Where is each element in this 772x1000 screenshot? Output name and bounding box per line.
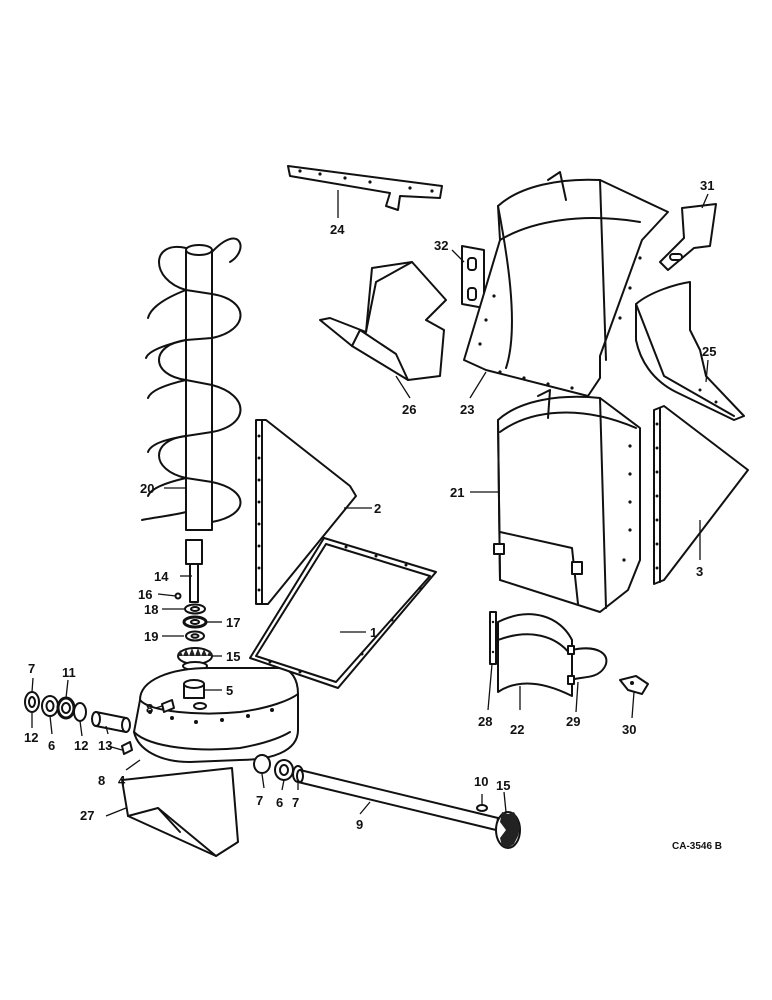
callout-19: 19 (144, 629, 158, 644)
callout-15-shaft: 15 (496, 778, 510, 793)
callout-6-right: 6 (276, 795, 283, 810)
part-1-flat-panel (249, 537, 437, 689)
callout-7-left: 7 (28, 661, 35, 676)
part-15-bevel-gear-top (177, 647, 213, 671)
part-28-rod (489, 611, 497, 665)
callout-14: 14 (154, 569, 169, 584)
callout-11: 11 (62, 665, 76, 680)
callout-31: 31 (700, 178, 714, 193)
part-6-bearing-left (41, 695, 59, 717)
part-20-auger (141, 237, 242, 531)
part-11-bushing-left (56, 696, 76, 720)
callout-13: 13 (98, 738, 112, 753)
callout-7-right-b: 7 (292, 795, 299, 810)
callout-17: 17 (226, 615, 240, 630)
part-9-cross-shaft (296, 769, 499, 831)
callout-2: 2 (374, 501, 381, 516)
callout-25: 25 (702, 344, 716, 359)
callout-26: 26 (402, 402, 416, 417)
callout-4: 4 (118, 773, 126, 788)
part-18-washer (184, 603, 206, 615)
callout-6-left: 6 (48, 738, 55, 753)
callout-27: 27 (80, 808, 94, 823)
callout-24: 24 (330, 222, 345, 237)
callout-8-bottom: 8 (98, 773, 105, 788)
callout-16: 16 (138, 587, 152, 602)
part-15-bevel-gear-shaft (495, 811, 521, 849)
part-8-fitting-bottom (121, 741, 133, 755)
callout-9: 9 (356, 817, 363, 832)
part-8-fitting-top (161, 699, 175, 713)
callout-23: 23 (460, 402, 474, 417)
part-30-latch (619, 675, 649, 695)
part-4-gearbox-housing (133, 667, 299, 763)
part-23-upper-spout (463, 171, 669, 397)
part-32-bracket (461, 245, 485, 309)
part-bearing-right (253, 754, 304, 783)
part-21-lower-spout (493, 389, 641, 613)
part-3-side-plate (653, 405, 749, 585)
part-14-drive-shaft (185, 539, 203, 603)
callout-21: 21 (450, 485, 464, 500)
part-16-pin (174, 592, 182, 600)
callout-32: 32 (434, 238, 448, 253)
part-31-plate (659, 203, 717, 271)
part-26-deflector (319, 261, 447, 381)
callout-10: 10 (474, 774, 488, 789)
callout-18: 18 (144, 602, 158, 617)
part-22-door (497, 613, 573, 697)
part-17-seal (182, 615, 208, 629)
part-19-washer (185, 630, 205, 642)
reference-code: CA-3546 B (672, 841, 722, 852)
callout-20: 20 (140, 481, 154, 496)
part-12-washer-left (73, 702, 87, 722)
callout-22: 22 (510, 722, 524, 737)
leader-lines (31, 190, 709, 817)
callout-3: 3 (696, 564, 703, 579)
part-2-side-plate (255, 419, 357, 605)
callout-5: 5 (226, 683, 233, 698)
part-24-strip (287, 165, 443, 211)
part-27-bottom-chute (121, 767, 239, 857)
part-25-side-wing (635, 281, 745, 421)
callout-7-right-a: 7 (256, 793, 263, 808)
callout-15-top: 15 (226, 649, 240, 664)
callout-12-mid: 12 (74, 738, 88, 753)
callout-30: 30 (622, 722, 636, 737)
part-29-handle (567, 645, 608, 685)
callout-29: 29 (566, 714, 580, 729)
part-7-seal-left (24, 691, 40, 713)
callout-8-top: 8 (146, 701, 153, 716)
callout-28: 28 (478, 714, 492, 729)
part-5-bushing (183, 679, 207, 710)
callout-1: 1 (370, 625, 377, 640)
callout-12-left: 12 (24, 730, 38, 745)
part-13-spacer (91, 711, 131, 733)
callout-labels: 24 20 2 1 21 3 14 16 18 17 19 15 5 8 7 1… (24, 178, 722, 852)
